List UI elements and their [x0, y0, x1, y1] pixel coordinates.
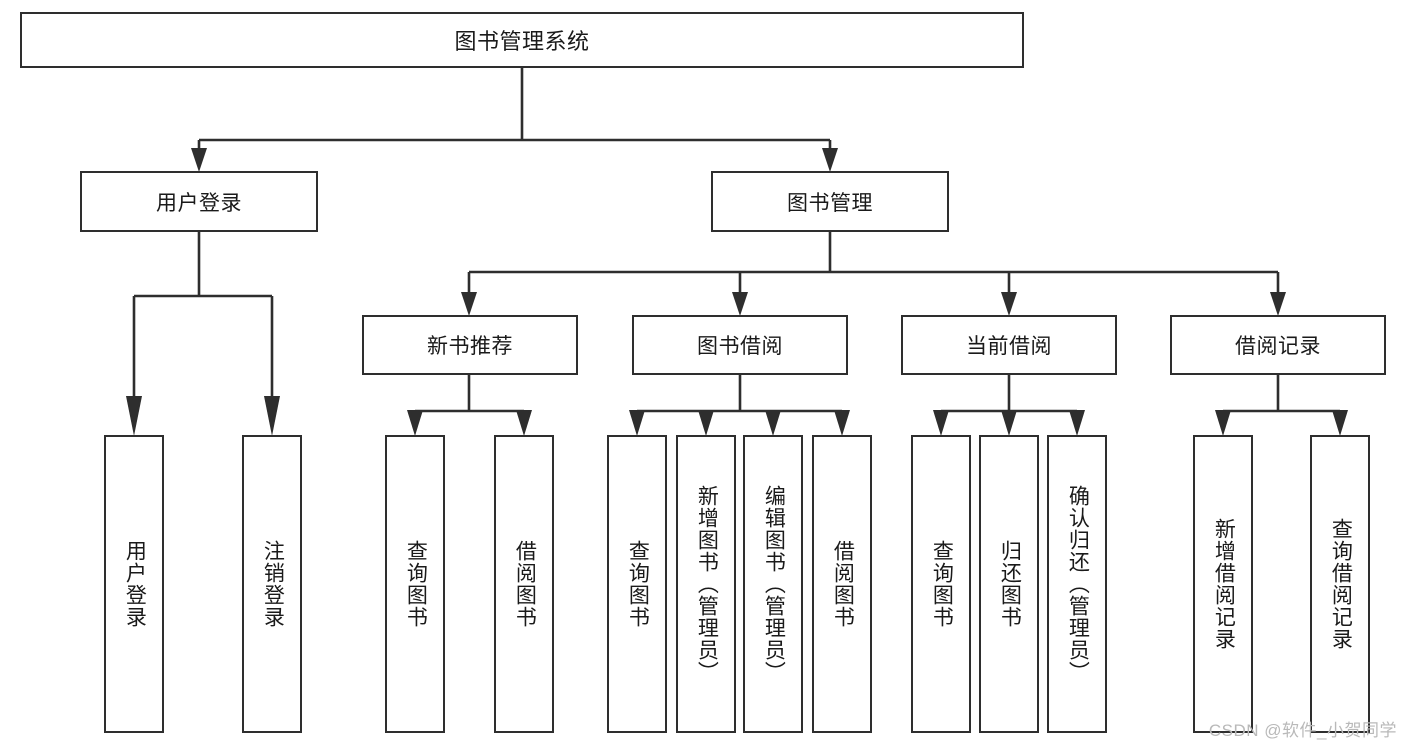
- node-label: 新增借阅记录: [1212, 518, 1236, 650]
- node-label: 确认归还（管理员）: [1066, 485, 1090, 683]
- node-leaf-confirm-return[interactable]: 确认归还（管理员）: [1047, 435, 1107, 733]
- node-borrow-record[interactable]: 借阅记录: [1170, 315, 1386, 375]
- node-leaf-query-book-current[interactable]: 查询图书: [911, 435, 971, 733]
- node-label: 用户登录: [156, 191, 242, 215]
- node-leaf-logout-login[interactable]: 注销登录: [242, 435, 302, 733]
- node-label: 归还图书: [998, 540, 1022, 628]
- node-leaf-query-book-borrow[interactable]: 查询图书: [607, 435, 667, 733]
- node-leaf-borrow-book[interactable]: 借阅图书: [812, 435, 872, 733]
- arrowhead-leaf-query-book-2: [629, 410, 645, 436]
- node-label: 注销登录: [261, 540, 285, 628]
- node-label: 新增图书（管理员）: [695, 485, 719, 683]
- arrowhead-leaf-add-book: [698, 410, 714, 436]
- node-label: 借阅图书: [831, 540, 855, 628]
- arrowhead-leaf-query-book-1: [407, 410, 423, 436]
- node-leaf-edit-book[interactable]: 编辑图书（管理员）: [743, 435, 803, 733]
- node-label: 查询图书: [930, 540, 954, 628]
- node-label: 新书推荐: [427, 335, 513, 358]
- arrowhead-leaf-logout-login: [264, 396, 280, 436]
- arrowhead-current-borrow: [1001, 292, 1017, 316]
- node-label: 借阅图书: [513, 540, 537, 628]
- node-label: 查询图书: [626, 540, 650, 628]
- node-label: 借阅记录: [1235, 335, 1321, 358]
- arrowhead-leaf-query-book-3: [933, 410, 949, 436]
- arrowhead-leaf-user-login: [126, 396, 142, 436]
- watermark-text: CSDN @软件_小贺同学: [1208, 721, 1397, 740]
- node-label: 图书管理系统: [454, 29, 590, 54]
- node-book-borrow[interactable]: 图书借阅: [632, 315, 848, 375]
- arrowhead-leaf-query-record: [1332, 410, 1348, 436]
- node-label: 图书借阅: [697, 335, 783, 358]
- node-leaf-add-book[interactable]: 新增图书（管理员）: [676, 435, 736, 733]
- arrowhead-borrow-record: [1270, 292, 1286, 316]
- arrowhead-leaf-add-record: [1215, 410, 1231, 436]
- arrowhead-leaf-edit-book: [765, 410, 781, 436]
- node-leaf-query-book-recommend[interactable]: 查询图书: [385, 435, 445, 733]
- arrowhead-leaf-borrow-book-1: [516, 410, 532, 436]
- node-label: 用户登录: [123, 540, 147, 628]
- arrowhead-leaf-confirm-return: [1069, 410, 1085, 436]
- node-label: 编辑图书（管理员）: [762, 485, 786, 683]
- arrowhead-book-borrow: [732, 292, 748, 316]
- node-current-borrow[interactable]: 当前借阅: [901, 315, 1117, 375]
- arrowhead-user-login: [191, 148, 207, 172]
- node-label: 查询借阅记录: [1329, 518, 1353, 650]
- node-root-book-management-system[interactable]: 图书管理系统: [20, 12, 1024, 68]
- node-user-login[interactable]: 用户登录: [80, 171, 318, 232]
- arrowhead-leaf-borrow-book-2: [834, 410, 850, 436]
- node-label: 当前借阅: [966, 335, 1052, 358]
- arrowhead-book-manage: [822, 148, 838, 172]
- arrowhead-leaf-return-book: [1001, 410, 1017, 436]
- node-label: 查询图书: [404, 540, 428, 628]
- node-leaf-user-login[interactable]: 用户登录: [104, 435, 164, 733]
- node-label: 图书管理: [787, 191, 873, 215]
- node-leaf-return-book[interactable]: 归还图书: [979, 435, 1039, 733]
- node-leaf-borrow-book-recommend[interactable]: 借阅图书: [494, 435, 554, 733]
- node-book-manage[interactable]: 图书管理: [711, 171, 949, 232]
- node-new-book-recommend[interactable]: 新书推荐: [362, 315, 578, 375]
- node-leaf-add-borrow-record[interactable]: 新增借阅记录: [1193, 435, 1253, 733]
- node-leaf-query-borrow-record[interactable]: 查询借阅记录: [1310, 435, 1370, 733]
- arrowhead-new-book-recommend: [461, 292, 477, 316]
